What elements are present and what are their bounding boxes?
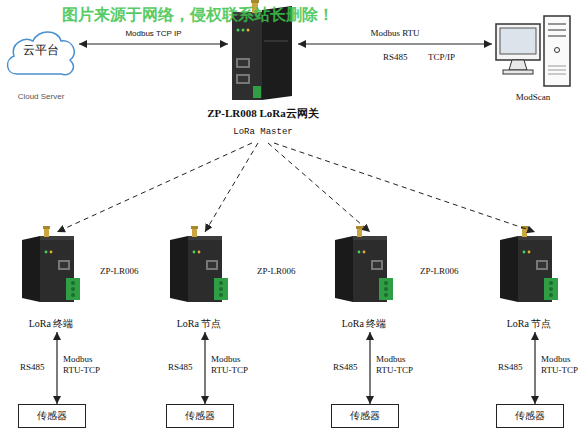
wired-link (204, 332, 205, 404)
sensor-box: 传感器 (496, 404, 564, 428)
wired-link (369, 332, 370, 404)
signal-name: RS485 (168, 362, 193, 373)
signal-name: RS485 (333, 362, 358, 373)
signal-name: RS485 (20, 362, 45, 373)
node-label: 传感器 (185, 410, 215, 422)
node-label: LoRa 终端 (342, 318, 387, 330)
radio-link (205, 143, 258, 232)
node-label: 传感器 (350, 410, 380, 422)
gateway-device (232, 0, 292, 100)
cloud-shape (8, 32, 75, 75)
node-sublabel: LoRa Master (233, 127, 292, 137)
lora-node-device (500, 226, 558, 302)
edge-label: Modbus RTU-TCP (211, 354, 257, 376)
wired-link (534, 332, 535, 404)
wired-link (56, 332, 57, 404)
node-label: LoRa 节点 (507, 318, 552, 330)
wired-link (79, 43, 228, 44)
model-number: ZP-LR006 (420, 266, 459, 277)
computer-illustration (496, 16, 570, 86)
sensor-box: 传感器 (18, 404, 86, 428)
sensor-box: 传感器 (166, 404, 234, 428)
radio-link (268, 143, 370, 232)
node-label: ModScan (516, 92, 551, 102)
gateway-node: ZP-LR008 LoRa云网关LoRa Master (228, 3, 298, 143)
lora-node-device (335, 226, 393, 302)
lora-node: LoRa 终端 (335, 232, 393, 332)
watermark: 图片来源于网络，侵权联系站长删除！ (62, 5, 334, 24)
node-label: 云平台 (23, 44, 59, 58)
edge-label: Modbus RTU-TCP (541, 354, 587, 376)
node-label: 传感器 (515, 410, 545, 422)
node-label: LoRa 终端 (29, 318, 74, 330)
lora-node: LoRa 终端 (22, 232, 80, 332)
signal-name: RS485 (383, 52, 408, 63)
model-number: ZP-LR006 (100, 266, 139, 277)
node-label: LoRa 节点 (177, 318, 222, 330)
node-sublabel: Cloud Server (18, 92, 65, 101)
node-label: 传感器 (37, 410, 67, 422)
lora-node-device (22, 226, 80, 302)
lora-node: LoRa 节点 (170, 232, 228, 332)
lora-node: LoRa 节点 (500, 232, 558, 332)
model-number: ZP-LR006 (257, 266, 296, 277)
sensor-box: 传感器 (331, 404, 399, 428)
radio-link (274, 143, 535, 232)
edge-label: Modbus RTU-TCP (376, 354, 422, 376)
signal-name: RS485 (498, 362, 523, 373)
node-label: ZP-LR008 LoRa云网关 (207, 107, 319, 120)
cloud-node: 云平台Cloud Server (3, 24, 79, 80)
edge-label: Modbus RTU-TCP (63, 354, 109, 376)
edge-label: Modbus TCP IP (125, 29, 181, 39)
radio-link (57, 143, 252, 232)
computer-node: ModScan (492, 12, 574, 104)
wired-link (298, 43, 492, 44)
signal-name: TCP/IP (428, 52, 455, 63)
edge-label: Modbus RTU (370, 28, 419, 39)
lora-node-device (170, 226, 228, 302)
